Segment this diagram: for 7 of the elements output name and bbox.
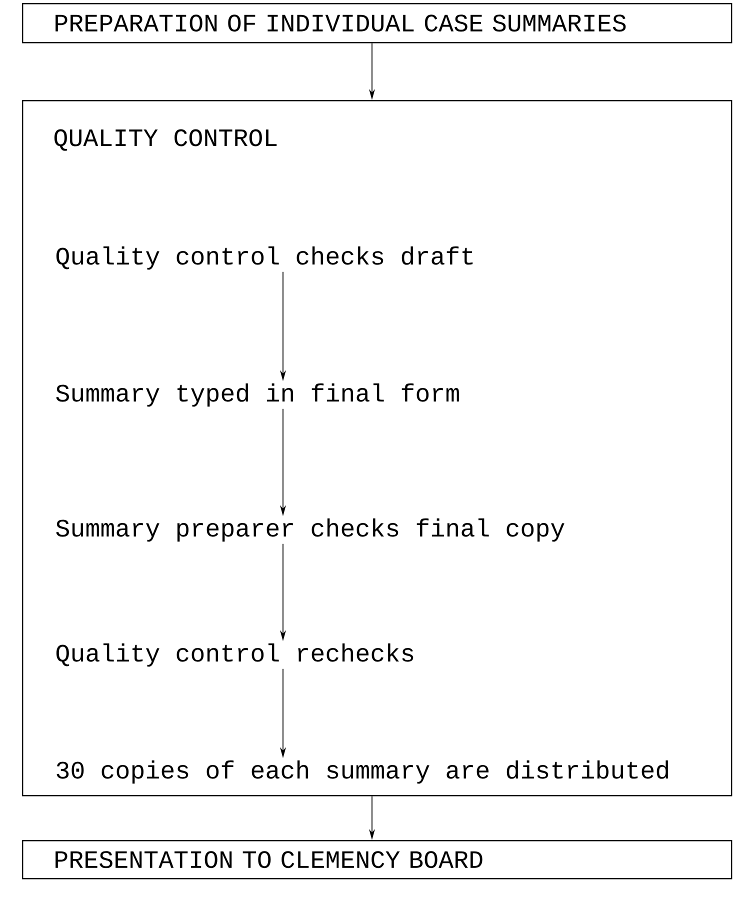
process-box: PREPARATION OF INDIVIDUAL CASE SUMMARIES bbox=[22, 3, 732, 44]
step-text: Summary typed in final form bbox=[56, 383, 459, 407]
step-text: 30 copies of each summary are distributed bbox=[56, 760, 668, 784]
step-text: Summary preparer checks final copy bbox=[56, 518, 564, 542]
process-box: PRESENTATION TO CLEMENCY BOARD bbox=[22, 840, 732, 880]
step-text: Quality control checks draft bbox=[56, 246, 473, 270]
step-text: Quality control rechecks bbox=[56, 643, 414, 667]
